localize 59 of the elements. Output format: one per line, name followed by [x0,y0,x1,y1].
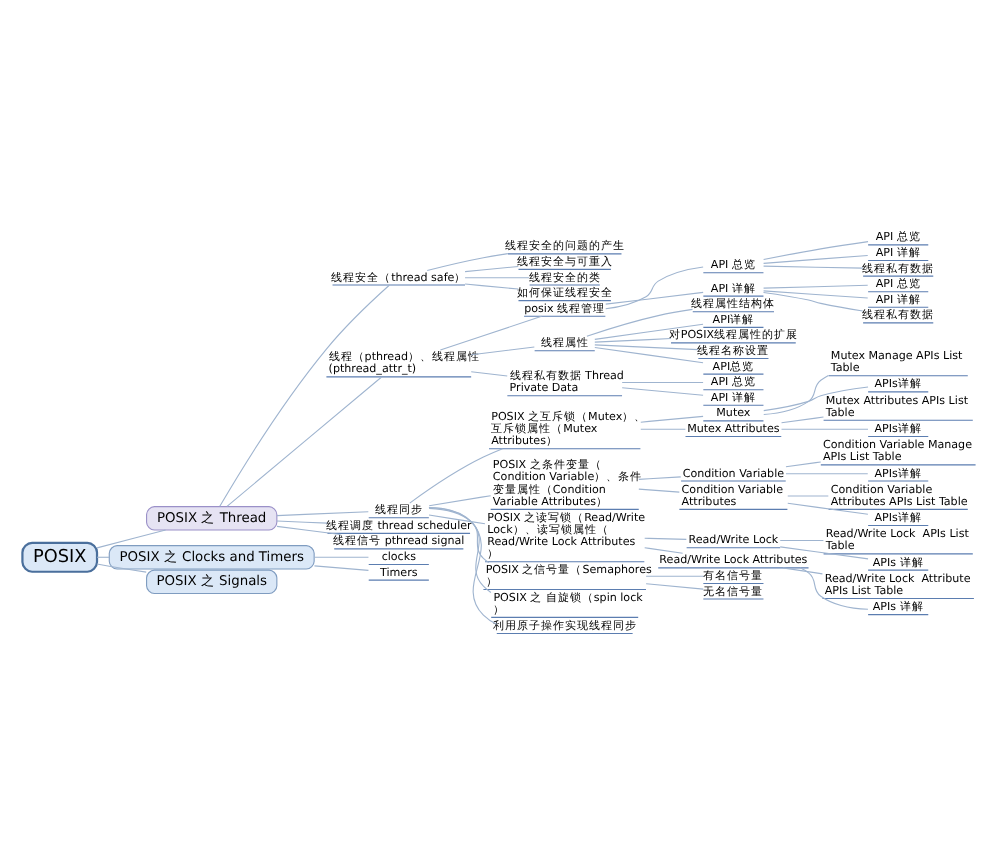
connector [409,448,504,504]
connector [464,277,530,279]
connector [96,563,147,573]
connector [763,290,869,299]
connector [779,540,824,542]
connector [428,506,498,625]
connector [428,514,486,525]
connector [780,416,825,424]
connector [219,284,390,507]
connector [276,520,328,524]
connector [96,556,110,558]
connector [426,253,509,272]
connector [621,387,704,396]
connector [594,338,672,343]
connector [763,374,829,416]
connector [763,284,869,289]
connector [763,241,869,261]
connector [586,308,694,337]
connector [785,461,822,468]
connector [763,254,869,264]
connector [638,488,680,493]
connector [428,507,490,564]
node-box: POSIX [21,541,99,573]
connector [762,291,864,312]
connector [779,546,869,560]
connector [464,265,519,273]
connector [470,346,535,356]
connector [594,344,699,351]
connector [439,315,543,351]
connector [313,556,369,558]
connector [787,502,869,515]
connector [785,473,869,475]
connector [464,283,519,290]
connector [638,476,682,480]
connector [605,266,704,310]
connector [470,371,508,377]
connector [782,567,823,575]
connector [276,525,341,535]
connector [787,495,829,497]
connector [594,323,704,340]
connector [645,575,704,577]
connector [780,428,869,430]
connector [226,376,383,507]
connector [763,386,869,412]
connector [645,583,704,590]
connector [644,547,684,554]
connector [276,511,369,517]
connector [763,265,864,269]
connector [640,415,704,423]
connector [428,507,492,594]
connector [594,347,704,364]
connector [313,565,369,571]
connector [96,529,167,549]
connector [428,495,492,507]
connector [621,381,704,383]
connector [640,428,686,430]
connector [605,291,704,305]
connector [799,567,869,610]
connector [644,537,687,540]
